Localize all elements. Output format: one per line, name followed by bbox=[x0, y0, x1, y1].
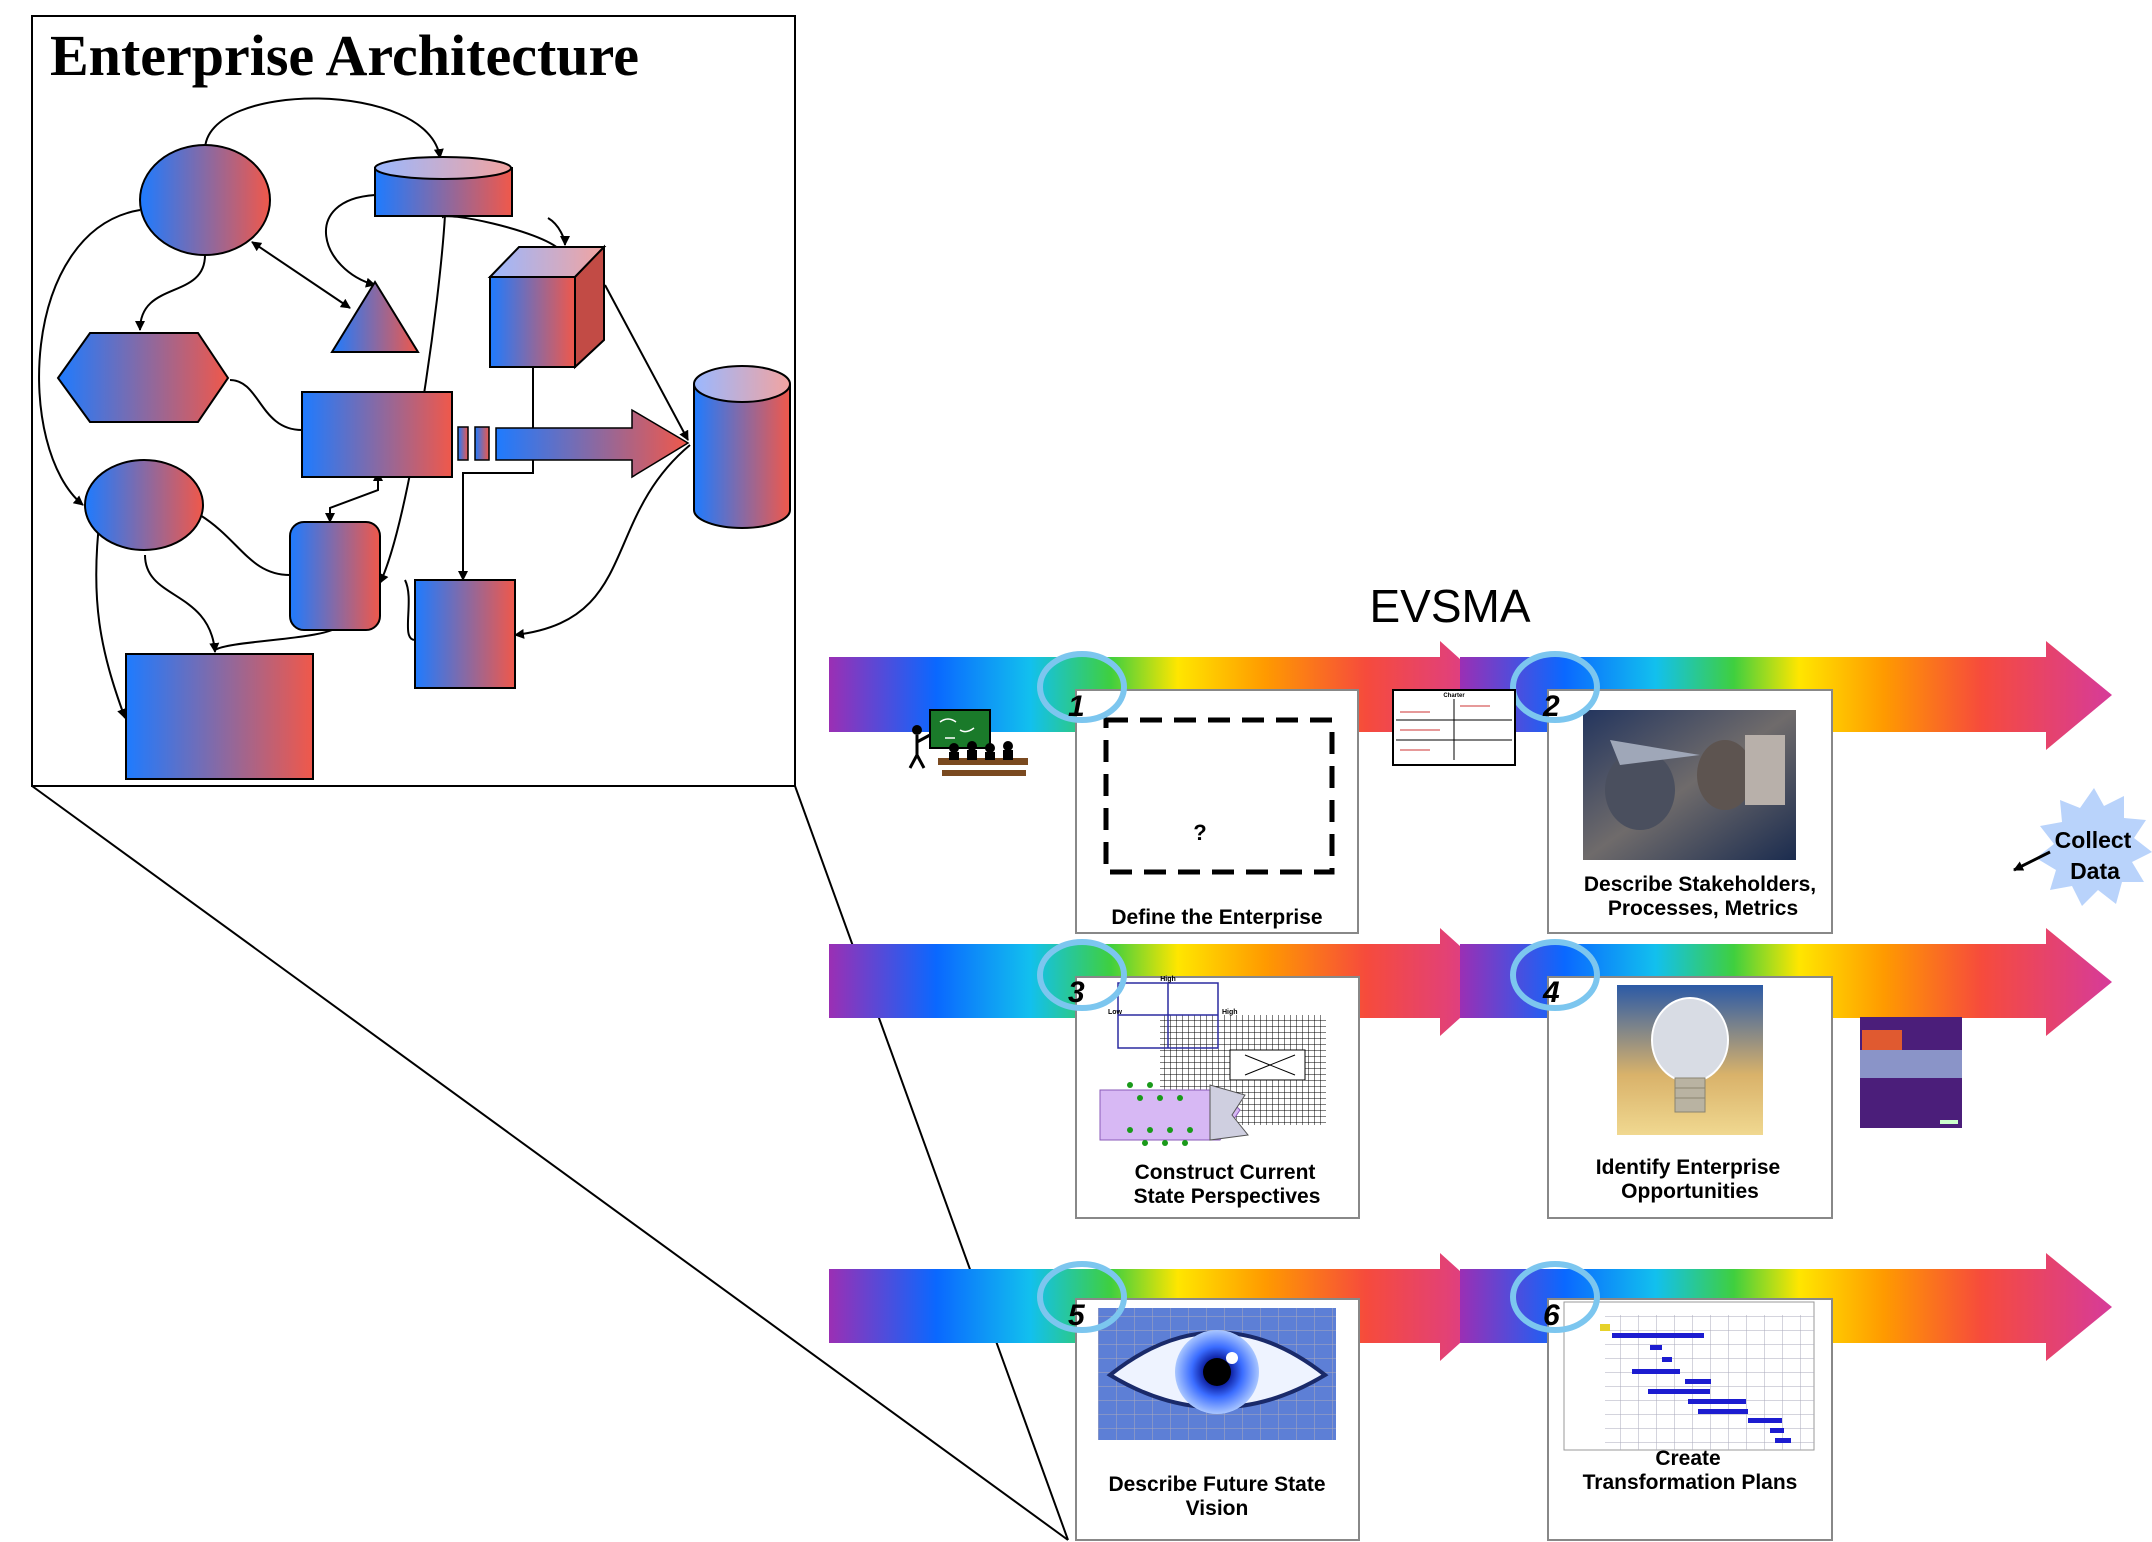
ellipse-shape-lower bbox=[84, 459, 204, 551]
step-card-1[interactable]: ? Define the Enterprise bbox=[1075, 689, 1359, 934]
step-number-6: 6 bbox=[1543, 1299, 1560, 1332]
step-card-4[interactable]: Identify Enterprise Opportunities bbox=[1547, 976, 1833, 1219]
step-5-caption-line-1: Describe Future State bbox=[1108, 1473, 1325, 1496]
hexagon-shape bbox=[56, 332, 230, 423]
step-4-caption-line-1: Identify Enterprise bbox=[1596, 1156, 1780, 1179]
gantt-chart-icon bbox=[1563, 1301, 1815, 1451]
step-number-1: 1 bbox=[1068, 690, 1085, 723]
rounded-rectangle-shape bbox=[289, 521, 381, 631]
step-6-caption-line-2: Transformation Plans bbox=[1583, 1471, 1798, 1494]
chart-high-label: High bbox=[1160, 976, 1176, 983]
step-card-6[interactable]: Create Transformation Plans bbox=[1547, 1298, 1833, 1541]
step-number-5: 5 bbox=[1068, 1299, 1086, 1332]
step-card-3[interactable]: High Low High Construct Current State Pe… bbox=[1075, 976, 1360, 1219]
step-3-caption-line-1: Construct Current bbox=[1135, 1161, 1316, 1184]
ea-title: Enterprise Architecture bbox=[50, 23, 639, 88]
triangle-shape bbox=[330, 280, 420, 353]
charter-title: Charter bbox=[1443, 693, 1465, 699]
step-2-caption-line-2: Processes, Metrics bbox=[1608, 897, 1798, 920]
step-1-caption: Define the Enterprise bbox=[1111, 906, 1322, 929]
teacher-chalkboard-icon bbox=[908, 709, 1028, 776]
lightbulb-photo-icon bbox=[1617, 985, 1763, 1135]
step-card-5[interactable]: Describe Future State Vision bbox=[1075, 1298, 1360, 1541]
evsma-title: EVSMA bbox=[1369, 580, 1530, 632]
step-6-caption-line-1: Create bbox=[1655, 1447, 1720, 1470]
enterprise-architecture-panel: Enterprise Architecture bbox=[31, 15, 796, 787]
collect-data-callout: Collect Data bbox=[2013, 788, 2152, 906]
step-1-placeholder: ? bbox=[1193, 820, 1206, 845]
zoom-lines bbox=[31, 785, 1069, 1541]
rectangle-shape bbox=[301, 391, 453, 478]
database-cylinder-small bbox=[374, 156, 513, 217]
step-4-caption-line-2: Opportunities bbox=[1621, 1180, 1759, 1203]
eye-photo-icon bbox=[1098, 1308, 1336, 1440]
step-5-caption-line-2: Vision bbox=[1186, 1497, 1249, 1520]
stakeholders-photo-icon bbox=[1583, 710, 1796, 860]
step-number-4: 4 bbox=[1542, 976, 1560, 1009]
cube-shape bbox=[487, 244, 607, 370]
step-number-2: 2 bbox=[1542, 690, 1560, 723]
undefined-enterprise-box bbox=[1103, 717, 1335, 875]
chart-high-right-label: High bbox=[1222, 1009, 1238, 1016]
ellipse-shape bbox=[139, 144, 271, 256]
large-rectangle-shape bbox=[125, 653, 314, 780]
collect-data-line-2: Data bbox=[2070, 858, 2120, 884]
book-cover-icon bbox=[1860, 1017, 1962, 1128]
collect-data-line-1: Collect bbox=[2055, 827, 2132, 853]
chart-low-label: Low bbox=[1108, 1009, 1123, 1016]
charter-document-icon: Charter bbox=[1392, 689, 1516, 766]
collect-data-arrow bbox=[2013, 850, 2051, 872]
step-3-caption-line-2: State Perspectives bbox=[1134, 1185, 1321, 1208]
striped-arrow-shape bbox=[457, 408, 690, 479]
current-state-charts: High Low High bbox=[1099, 976, 1326, 1146]
step-card-2[interactable]: Describe Stakeholders, Processes, Metric… bbox=[1547, 689, 1833, 934]
step-2-caption-line-1: Describe Stakeholders, bbox=[1584, 873, 1816, 896]
database-cylinder-large bbox=[693, 365, 791, 529]
step-number-rings bbox=[1037, 651, 1600, 1333]
square-shape bbox=[414, 579, 516, 689]
step-number-3: 3 bbox=[1068, 976, 1085, 1009]
